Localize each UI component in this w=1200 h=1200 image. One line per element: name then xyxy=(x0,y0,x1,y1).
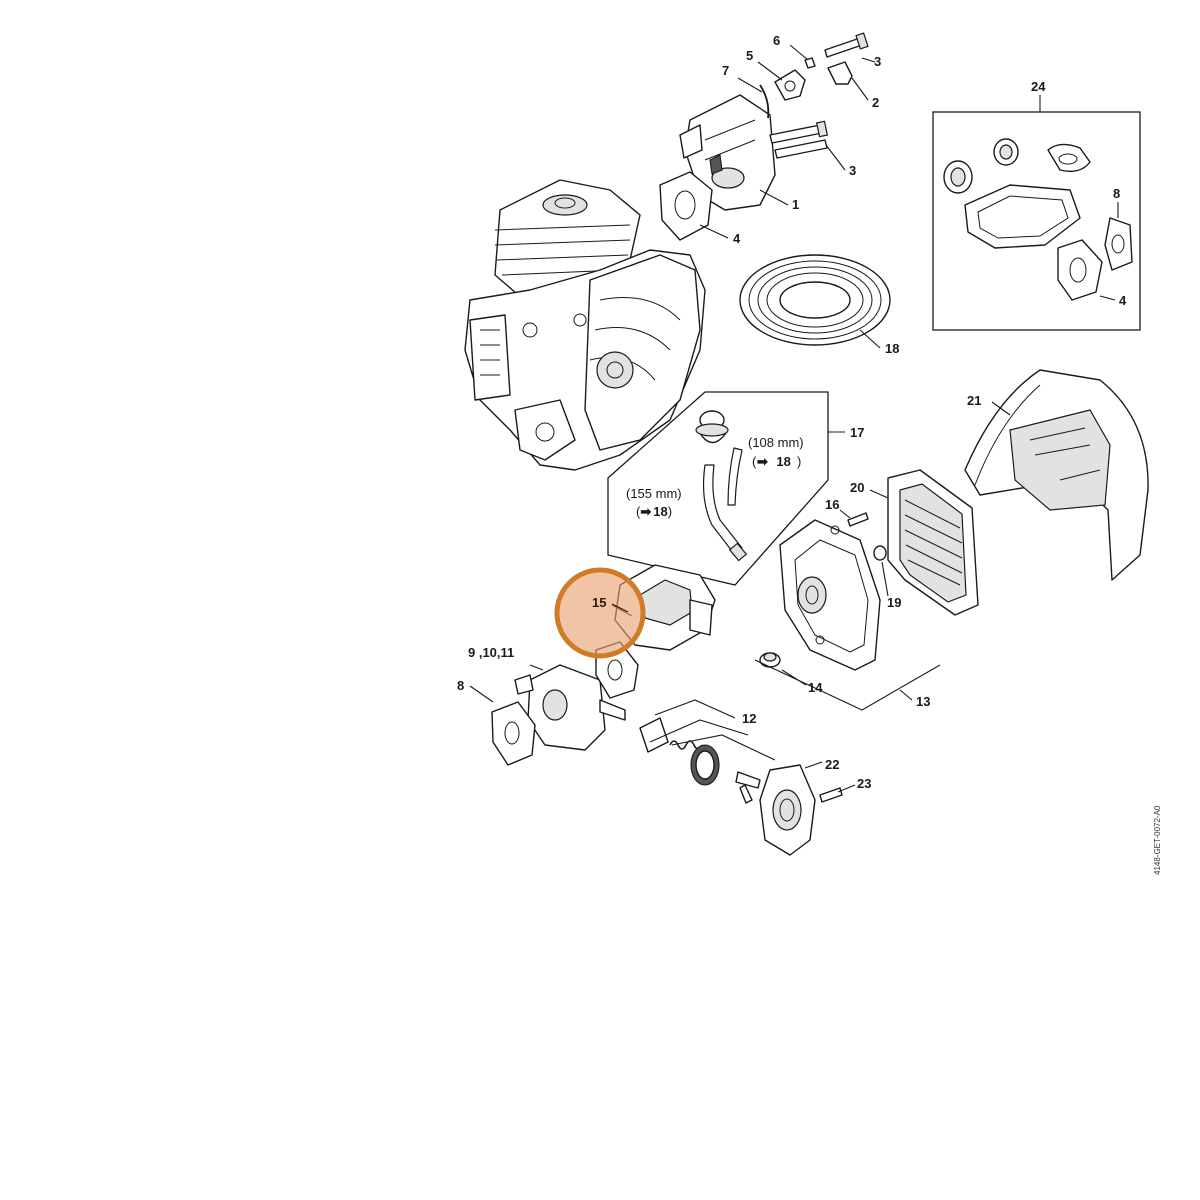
hose-short-ref-paren: ( xyxy=(752,454,757,469)
callout-18: 18 xyxy=(885,341,899,356)
air-filter-part-20 xyxy=(887,469,979,616)
callout-7: 7 xyxy=(722,63,729,78)
callout-6: 6 xyxy=(773,33,780,48)
callout-8-lower: 8 xyxy=(457,678,464,693)
fuel-line-kit-part-17 xyxy=(607,391,829,586)
hose-long-ref: (➡18) xyxy=(636,504,672,519)
callout-4-box: 4 xyxy=(1119,293,1127,308)
carrier-part-22 xyxy=(759,764,816,856)
callout-9-10-11: 9 ,10,11 xyxy=(468,645,514,660)
clip-part-5-6 xyxy=(774,57,816,101)
callout-1: 1 xyxy=(792,197,799,212)
screw-3-lower xyxy=(769,120,829,159)
filter-base-part-13 xyxy=(779,519,881,671)
fuel-pump-bulb xyxy=(695,410,729,444)
gasket-set-box-part-24 xyxy=(932,111,1141,331)
document-id: 4148-GET-0072-A0 xyxy=(1153,805,1162,875)
callout-4-upper: 4 xyxy=(733,231,741,246)
callout-19: 19 xyxy=(887,595,901,610)
callout-22: 22 xyxy=(825,757,839,772)
callout-13: 13 xyxy=(916,694,930,709)
hose-short-length: (108 mm) xyxy=(748,435,804,450)
gasket-part-8-lower xyxy=(491,701,536,766)
callout-numbers: 6 5 7 3 2 3 1 4 18 24 8 4 17 21 20 16 19… xyxy=(457,33,1127,791)
callout-5: 5 xyxy=(746,48,753,63)
callout-24: 24 xyxy=(1031,79,1046,94)
callout-3-top: 3 xyxy=(874,54,881,69)
wire-part-7 xyxy=(759,84,770,119)
hose-short-ref-paren-close: ) xyxy=(797,454,801,469)
fuel-hose-long xyxy=(702,464,748,562)
gasket-flat-top xyxy=(1047,143,1091,173)
callout-23: 23 xyxy=(857,776,871,791)
screw-part-16 xyxy=(847,512,869,527)
arrow-right-icon: ➡ xyxy=(757,454,768,469)
callout-12: 12 xyxy=(742,711,756,726)
throttle-kit-part-12 xyxy=(639,717,761,804)
hose-short-ref: ➡ 18 xyxy=(757,453,791,470)
cylinder-gasket xyxy=(964,184,1081,249)
callout-14: 14 xyxy=(808,680,823,695)
arrow-right-icon: ➡ xyxy=(640,504,651,519)
hose-notes: (108 mm) ➡ 18 (155 mm) (➡18) ( ) xyxy=(626,435,804,519)
gasket-part-8-box xyxy=(1104,217,1133,271)
highlight-marker-part-15[interactable]: 15 xyxy=(554,567,646,659)
callout-8-box: 8 xyxy=(1113,186,1120,201)
callout-16: 16 xyxy=(825,497,839,512)
grommet-part-14 xyxy=(759,652,781,668)
gasket-sheet-part-18 xyxy=(739,254,891,346)
fuel-hose-short xyxy=(727,447,743,506)
callout-17: 17 xyxy=(850,425,864,440)
callout-21: 21 xyxy=(967,393,981,408)
callout-15: 15 xyxy=(592,595,606,610)
callout-2: 2 xyxy=(872,95,879,110)
screw-part-23 xyxy=(819,787,843,803)
screw-3-top xyxy=(824,32,869,58)
seal-ring-right xyxy=(993,138,1019,166)
clip-part-2 xyxy=(827,61,853,85)
grommet-part-19 xyxy=(873,545,887,561)
callout-3-lower: 3 xyxy=(849,163,856,178)
hose-long-length: (155 mm) xyxy=(626,486,682,501)
gasket-part-4-upper xyxy=(659,171,713,241)
carburetor-part-9 xyxy=(514,664,626,751)
flange-part-1 xyxy=(679,94,776,211)
callout-20: 20 xyxy=(850,480,864,495)
seal-ring-left xyxy=(943,160,973,194)
gasket-part-4-box xyxy=(1057,239,1103,301)
engine-crankcase xyxy=(464,179,706,471)
filter-cover-part-21 xyxy=(964,369,1149,581)
